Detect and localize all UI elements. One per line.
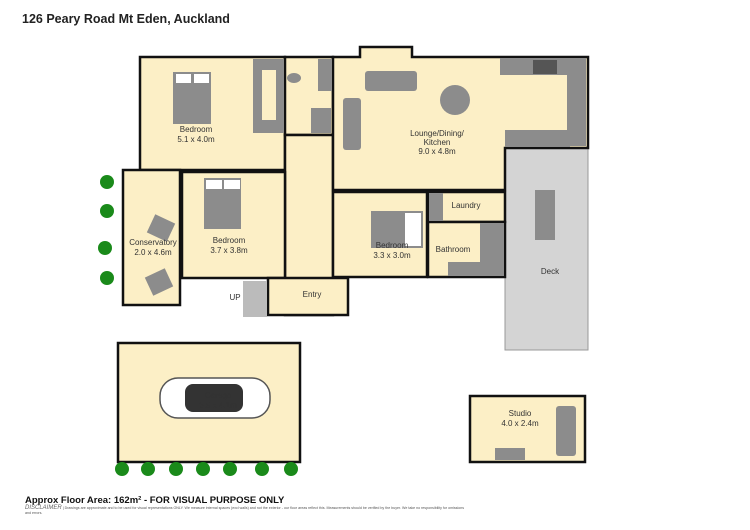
tree-icon <box>100 175 114 189</box>
disclaimer-label: DISCLAIMER <box>25 505 62 511</box>
laundry-tub-icon <box>429 193 443 221</box>
trees <box>98 175 298 476</box>
tree-icon <box>255 462 269 476</box>
bedroom2-name: Bedroom <box>213 236 246 245</box>
bedroom3-name: Bedroom <box>376 241 409 250</box>
armchair-icon <box>144 268 174 296</box>
basin-icon <box>318 59 332 91</box>
desk-icon <box>495 448 525 460</box>
disclaimer-text: | Drawings are approximate and to be use… <box>25 506 465 515</box>
bedroom3-size: 3.3 x 3.0m <box>373 251 411 260</box>
deck <box>504 147 589 351</box>
laundry-name: Laundry <box>452 201 481 210</box>
tree-icon <box>196 462 210 476</box>
studio-sofa-icon <box>556 406 576 456</box>
conservatory-name: Conservatory <box>129 238 177 247</box>
tree-icon <box>284 462 298 476</box>
bedroom2-size: 3.7 x 3.8m <box>210 246 248 255</box>
dining-table-icon <box>440 85 470 115</box>
tree-icon <box>98 241 112 255</box>
tree-icon <box>115 462 129 476</box>
bath-icon <box>480 223 504 276</box>
bathroom-name: Bathroom <box>436 245 471 254</box>
bedroom1-size: 5.1 x 4.0m <box>177 135 215 144</box>
studio-size: 4.0 x 2.4m <box>501 419 539 428</box>
lounge-name: Lounge/Dining/ <box>410 129 465 138</box>
lounge-size: 9.0 x 4.8m <box>418 147 456 156</box>
vanity-icon <box>448 262 480 276</box>
tree-icon <box>100 271 114 285</box>
tree-icon <box>169 462 183 476</box>
entry-name: Entry <box>303 290 322 299</box>
tree-icon <box>223 462 237 476</box>
outdoor-table-icon <box>535 190 555 240</box>
garage-size: 5.5 x 4.1m <box>199 401 237 410</box>
garage-name: Garage <box>205 391 232 400</box>
toilet-icon <box>287 73 301 83</box>
studio-name: Studio <box>509 409 532 418</box>
stairs-label: UP <box>229 293 240 302</box>
sofa-icon <box>343 98 361 150</box>
floor-area: Approx Floor Area: 162m² - FOR VISUAL PU… <box>25 495 285 506</box>
tree-icon <box>141 462 155 476</box>
disclaimer: DISCLAIMER | Drawings are approximate an… <box>25 505 465 515</box>
armchair-icon <box>146 214 176 242</box>
page-title: 126 Peary Road Mt Eden, Auckland <box>22 12 230 26</box>
shower-icon <box>311 108 331 133</box>
room-entry <box>266 276 350 317</box>
deck-name: Deck <box>541 267 560 276</box>
lounge-name-2: Kitchen <box>424 138 451 147</box>
sofa-icon <box>365 71 417 91</box>
conservatory-size: 2.0 x 4.6m <box>134 248 172 257</box>
stairs <box>243 281 267 317</box>
bedroom1-name: Bedroom <box>180 125 213 134</box>
tree-icon <box>100 204 114 218</box>
